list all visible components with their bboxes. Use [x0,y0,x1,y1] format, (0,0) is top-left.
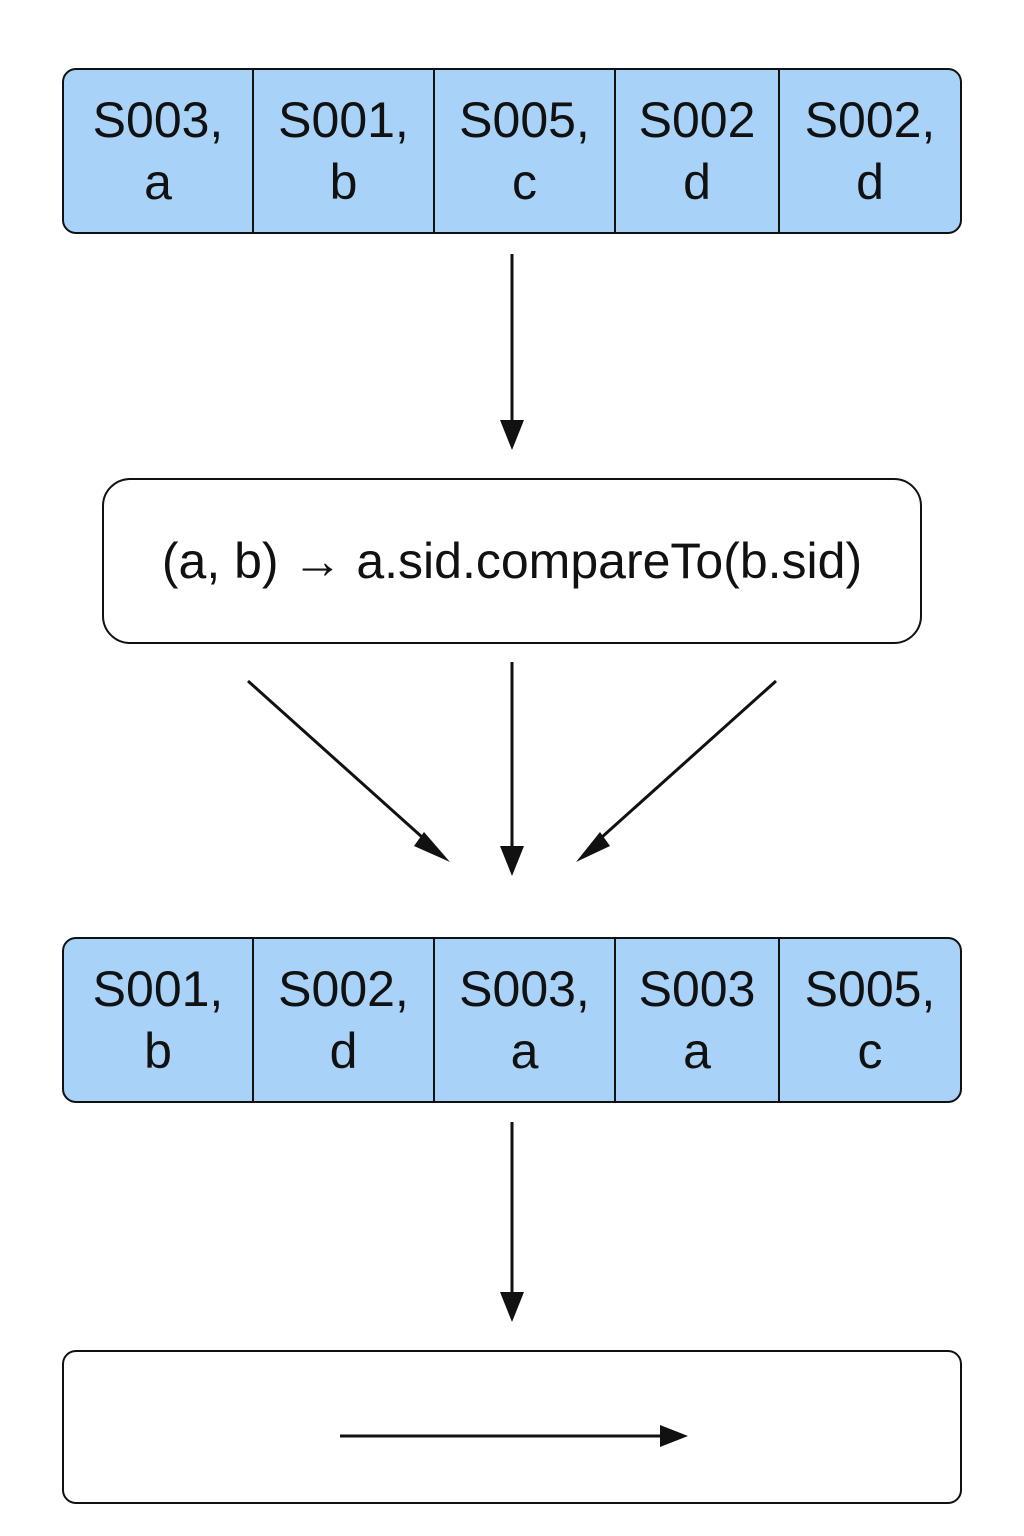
sorted-cell-value: b [144,1023,172,1079]
sorted-cell-id: S005, [804,961,936,1017]
input-cell: S002 d [616,70,780,232]
input-cell-id: S001, [278,92,409,148]
input-cell-value: c [512,154,537,210]
comparator-expression: (a, b) → a.sid.compareTo(b.sid) [161,533,863,589]
arrow-diagonal-right-icon [576,679,778,862]
input-cell-value: d [683,154,711,210]
sorted-cell-id: S002, [278,961,409,1017]
input-cell-value: b [329,154,358,210]
sorted-cell: S003, a [435,939,616,1101]
sorted-cell: S005, c [780,939,960,1101]
input-array: S003, a S001, b S005, c S002 d S002, d [62,68,962,234]
input-cell-id: S003, [92,92,224,148]
sorted-array: S001, b S002, d S003, a S003 a S005, c [62,937,962,1103]
input-cell: S003, a [64,70,254,232]
arrow-down-icon [500,1122,524,1322]
arrow-down-icon [500,254,524,450]
sorted-cell-value: a [510,1023,539,1079]
input-cell-value: a [144,154,172,210]
arrow-down-icon [500,662,524,876]
output-box [62,1350,962,1504]
sorted-cell: S002, d [254,939,435,1101]
input-cell: S002, d [780,70,960,232]
sorted-cell-id: S003 [638,961,756,1017]
input-cell: S005, c [435,70,616,232]
sorted-cell-value: c [857,1023,883,1079]
input-cell-value: d [856,154,884,210]
comparator-box: (a, b) → a.sid.compareTo(b.sid) [102,478,922,644]
sorted-cell-value: d [329,1023,358,1079]
input-cell-id: S002 [638,92,756,148]
input-cell: S001, b [254,70,435,232]
sorted-cell: S001, b [64,939,254,1101]
sorted-cell: S003 a [616,939,780,1101]
input-cell-id: S002, [804,92,936,148]
input-cell-id: S005, [459,92,590,148]
sorted-cell-id: S003, [459,961,590,1017]
arrow-diagonal-left-icon [246,679,450,862]
sorted-cell-value: a [683,1023,711,1079]
sorted-cell-id: S001, [92,961,224,1017]
